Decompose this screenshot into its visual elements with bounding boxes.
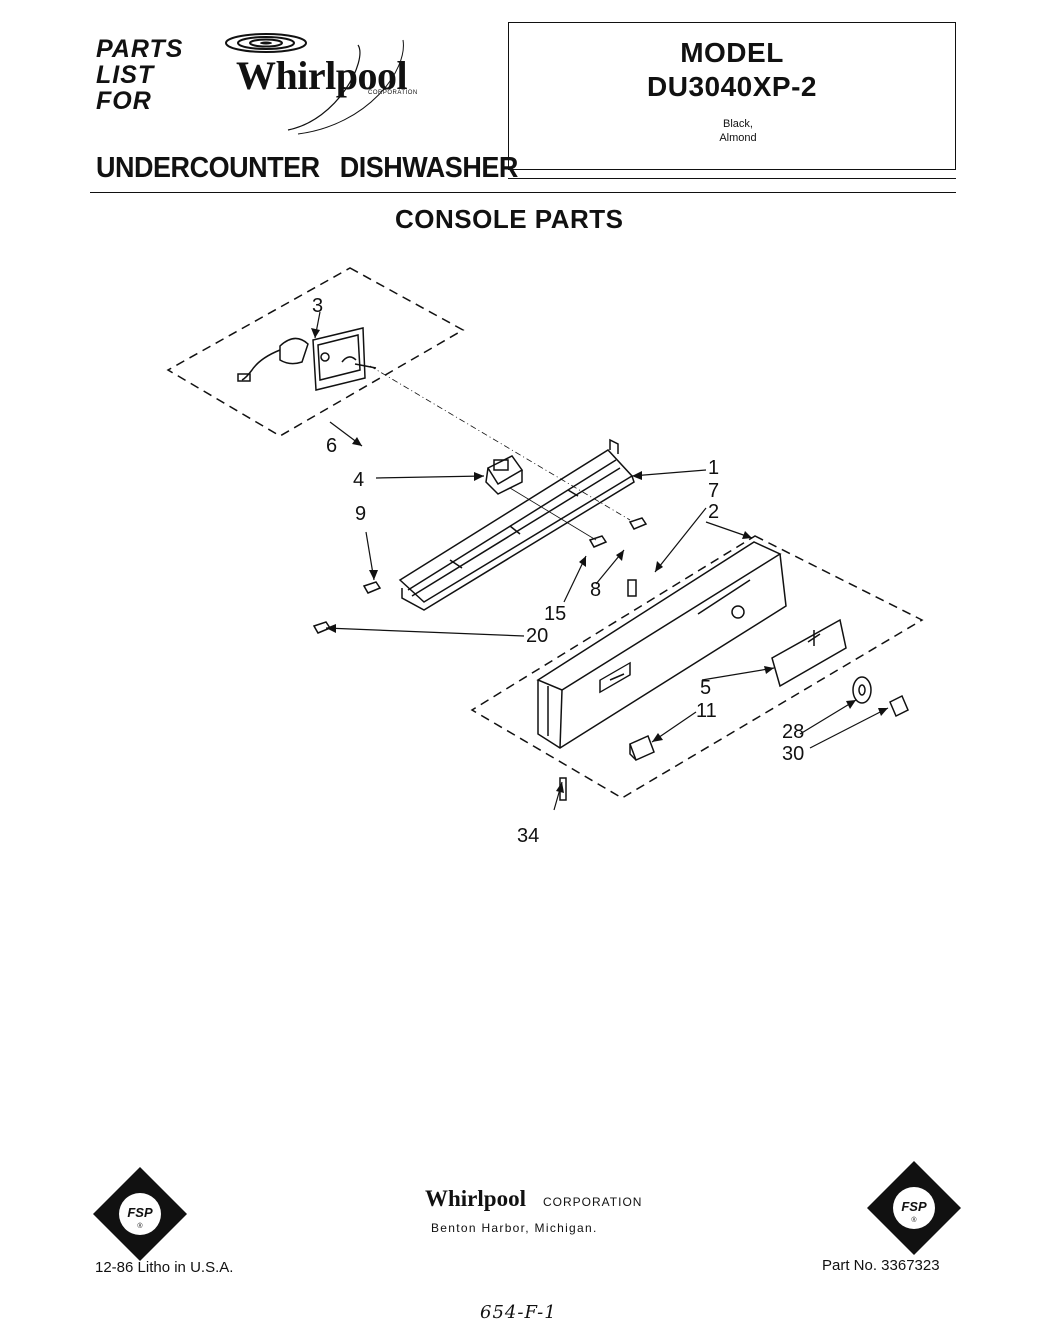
footer-brand: Whirlpool	[425, 1186, 526, 1211]
fsp-badge-left-mark: ®	[137, 1222, 143, 1230]
screws	[312, 517, 648, 801]
brand-logo-sub: CORPORATION	[368, 90, 418, 96]
parts-list-line-1: PARTS	[96, 35, 184, 63]
model-number: DU3040XP-2	[647, 71, 817, 102]
model-color-2: Almond	[719, 132, 757, 144]
callout-30: 30	[782, 743, 804, 765]
part-number: Part No. 3367323	[822, 1257, 940, 1274]
handwritten-note: 654-F-1	[480, 1302, 557, 1323]
part-2-console-panel	[536, 541, 787, 749]
header-rule-short	[508, 178, 956, 179]
part-3-switch	[237, 327, 377, 391]
fsp-badge-right-icon: FSP ®	[867, 1161, 961, 1255]
part-30-knob	[889, 694, 909, 718]
callout-4: 4	[353, 469, 364, 491]
model-label: MODEL	[680, 37, 784, 68]
footer-brand-sub: CORPORATION	[543, 1195, 643, 1209]
callout-1: 1	[708, 457, 719, 479]
fsp-badge-right-text: FSP	[901, 1199, 927, 1214]
callout-8: 8	[590, 579, 601, 601]
console-parts-diagram: 3 6 4 1 7 2 9 8 15 20 5 11 28 30 34	[166, 267, 924, 847]
arrowheads	[311, 328, 888, 793]
parts-list-for: PARTS LIST FOR	[96, 36, 183, 114]
model-colors: Black, Almond	[509, 117, 955, 145]
header-rule-long	[90, 192, 956, 193]
callout-15: 15	[544, 603, 566, 625]
part-11-button	[629, 734, 655, 762]
projection-line	[369, 365, 631, 521]
section-title: CONSOLE PARTS	[395, 204, 624, 234]
fsp-badge-left-text: FSP	[127, 1205, 153, 1220]
footer-location: Benton Harbor, Michigan.	[431, 1221, 598, 1235]
litho-note: 12-86 Litho in U.S.A.	[95, 1259, 234, 1276]
projection-line-2	[509, 487, 597, 541]
model-color-1: Black,	[723, 118, 753, 130]
product-subtitle: UNDERCOUNTER DISHWASHER	[96, 152, 518, 184]
part-4-clip	[485, 455, 524, 495]
brand-logo-text: Whirlpool	[236, 53, 408, 98]
callout-3: 3	[312, 295, 323, 317]
callout-7: 7	[708, 480, 719, 502]
callout-20: 20	[526, 625, 548, 647]
group-2-dashed-outline	[470, 535, 924, 799]
model-box: MODEL DU3040XP-2 Black, Almond	[508, 22, 956, 170]
part-28-washer	[852, 676, 872, 704]
parts-list-line-3: FOR	[96, 87, 152, 115]
parts-list-line-2: LIST	[96, 61, 155, 89]
callout-28: 28	[782, 721, 804, 743]
fsp-badge-right-mark: ®	[911, 1216, 917, 1224]
part-5-label	[771, 618, 847, 688]
whirlpool-swirl-logo-icon	[225, 33, 404, 135]
callout-5: 5	[700, 677, 711, 699]
callout-6: 6	[326, 435, 337, 457]
callout-11: 11	[696, 700, 717, 722]
group-6-dashed-outline	[166, 267, 465, 437]
callout-9: 9	[355, 503, 366, 525]
fsp-badge-left-icon: FSP ®	[93, 1167, 187, 1261]
callout-34: 34	[517, 825, 539, 847]
callout-2: 2	[708, 501, 719, 523]
